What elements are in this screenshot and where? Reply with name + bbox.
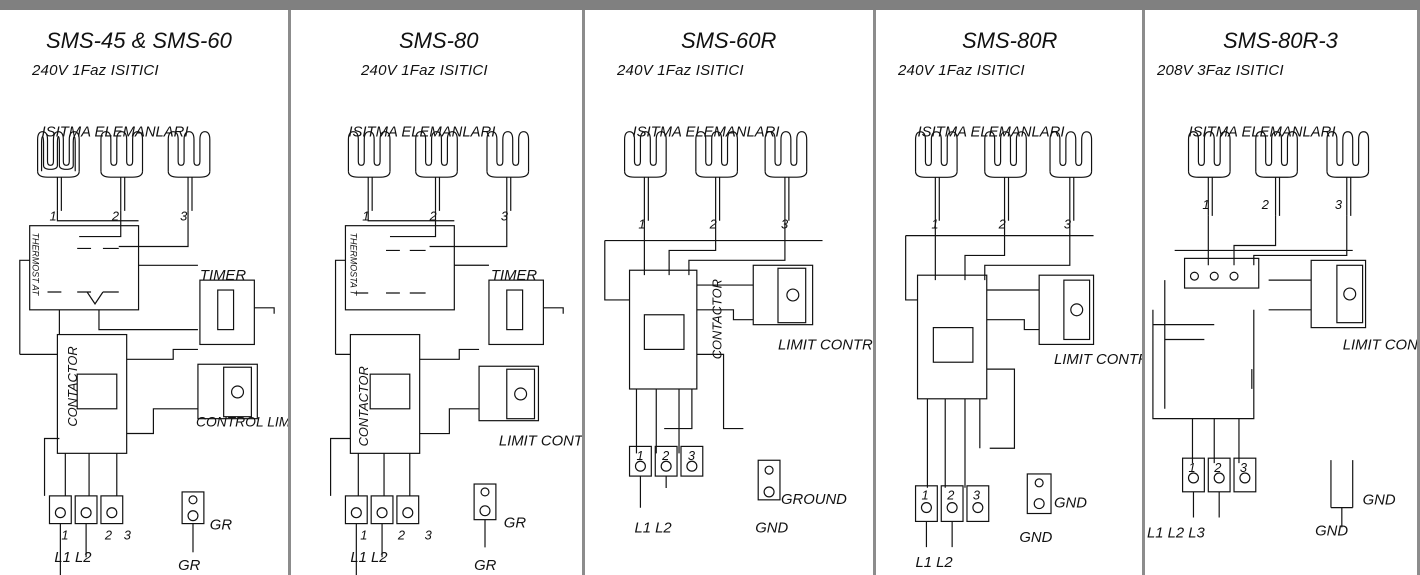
panel-subtitle: 240V 1Faz ISITICI [617,62,744,79]
terminal-label: 1 [1189,460,1196,475]
contactor-label: CONTACTOR [356,366,371,446]
panel-sms-80r: SMS-80R 240V 1Faz ISITICI ISITMA ELEMANL… [876,10,1145,575]
terminal-label: 3 [124,527,132,542]
ground-label-bottom: GND [755,521,788,537]
limit-label: CONTROL LIMIT [196,414,288,430]
ground-label-bottom: GND [1019,530,1052,546]
terminal-label: 2 [661,448,669,463]
wiring-diagram: ISITMA ELEMANLARI TIMER CONTROL LIMIT L1… [19,125,288,575]
thermostat-label: THERMOST AT [31,233,41,296]
ground-label: GROUND [781,492,847,508]
ground-label: GND [1363,493,1396,509]
panel-sms-80: SMS-80 240V 1Faz ISITICI IS [291,10,585,575]
heater-label: ISITMA ELEMANLARI [633,125,780,141]
element-number: 3 [1064,217,1072,232]
element-number: 2 [429,209,437,224]
contactor-label: CONTACTOR [710,279,725,359]
terminal-label: 1 [360,527,367,542]
header-bar [0,0,1420,10]
terminal-label: 1 [61,527,68,542]
panel-title: SMS-60R [681,28,777,53]
wiring-diagram: ISITMA ELEMANLARI LIMIT CONTROL L1 L2 L3… [1147,125,1417,542]
line-labels: L1 L2 [54,550,92,566]
ground-label: GND [1054,496,1087,512]
terminal-label: 2 [397,527,405,542]
ground-label-bottom: GR [474,558,497,574]
heater-label: ISITMA ELEMANLARI [918,125,1065,141]
heater-element [37,131,80,178]
terminal-label: 3 [688,448,696,463]
element-number: 2 [998,217,1006,232]
wiring-diagram: ISITMA ELEMANLARI LIMIT CONTROL L1 L2 GN… [905,125,1142,571]
panel-sms-80r-3: SMS-80R-3 208V 3Faz ISITICI ISITMA ELEMA… [1145,10,1420,575]
element-number: 2 [111,209,119,224]
panel-title: SMS-45 & SMS-60 [46,28,232,53]
panel-subtitle: 240V 1Faz ISITICI [361,62,488,79]
panel-title: SMS-80R [962,28,1058,53]
ground-label-bottom: GR [178,558,201,574]
element-number: 1 [49,209,56,224]
terminal-label: 1 [636,448,643,463]
timer-label: TIMER [200,268,246,284]
limit-label: LIMIT CONTROL [778,337,873,353]
element-number: 1 [1202,197,1209,212]
line-labels: L1 L2 [916,555,954,571]
terminal-label: 1 [921,488,928,503]
element-number: 1 [638,217,645,232]
limit-label: LIMIT CONTROL [1054,352,1142,368]
line-labels: L1 L2 L3 [1147,525,1205,541]
terminal-label: 3 [973,488,981,503]
element-number: 1 [362,209,369,224]
element-number: 3 [781,217,789,232]
heater-element [167,131,211,178]
terminal-label: 2 [946,488,954,503]
line-labels: L1 L2 [350,550,388,566]
panel-title: SMS-80 [399,28,479,53]
contactor-label: CONTACTOR [65,346,80,426]
heater-label: ISITMA ELEMANLARI [1189,125,1336,141]
element-number: 2 [709,217,717,232]
wiring-diagram: ISITMA ELEMANLARI LIMIT CONTROL L1 L2 GR… [604,125,873,537]
heater-label: ISITMA ELEMANLARI [348,125,495,141]
wiring-diagram: ISITMA ELEMANLARI TIMER LIMIT CONTROL L1… [329,125,582,575]
line-labels: L1 L2 [634,521,672,537]
heater-label: ISITMA ELEMANLARI [42,125,189,141]
panel-sms-60r: SMS-60R 240V 1Faz ISITICI ISITMA ELEMANL… [585,10,876,575]
element-number: 3 [1335,197,1343,212]
limit-label: LIMIT CONTROL [499,433,582,449]
terminal-label: 2 [104,527,112,542]
panel-subtitle: 240V 1Faz ISITICI [32,62,159,79]
ground-label-bottom: GND [1315,523,1348,539]
limit-label: LIMIT CONTROL [1343,337,1417,353]
terminal-label: 3 [425,527,433,542]
element-number: 2 [1261,197,1269,212]
panel-subtitle: 240V 1Faz ISITICI [898,62,1025,79]
ground-label: GR [210,518,233,534]
terminal-label: 2 [1213,460,1221,475]
terminal-label: 3 [1240,460,1248,475]
timer-label: TIMER [491,268,537,284]
ground-label: GR [504,516,527,532]
panel-subtitle: 208V 3Faz ISITICI [1157,62,1284,79]
element-number: 3 [501,209,509,224]
panel-sms-45-60: SMS-45 & SMS-60 240V 1Faz ISITICI [0,10,291,575]
element-number: 1 [931,217,938,232]
thermostat-label: THERMOSTA T [348,233,358,296]
panel-title: SMS-80R-3 [1223,28,1338,53]
element-number: 3 [180,209,188,224]
heater-element [100,131,144,178]
